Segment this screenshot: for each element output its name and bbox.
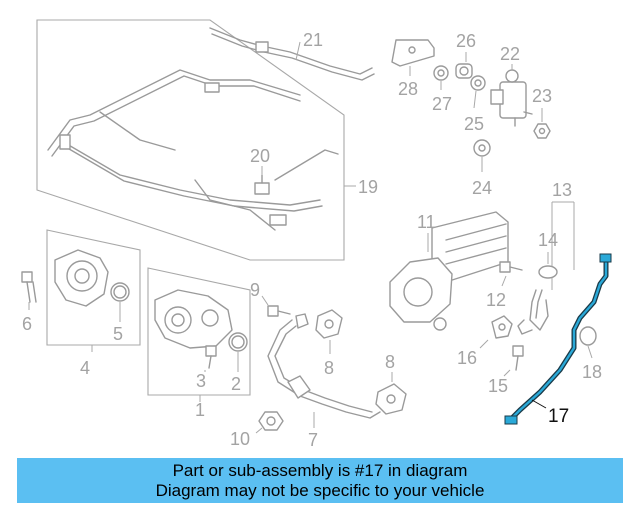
nut-23 bbox=[533, 123, 551, 139]
frame-4 bbox=[46, 229, 141, 346]
water-pump-4 bbox=[54, 249, 130, 307]
part-info-banner: Part or sub-assembly is #17 in diagram D… bbox=[17, 458, 623, 503]
frame-19 bbox=[36, 19, 345, 261]
washer-25 bbox=[470, 75, 486, 91]
grommet-24 bbox=[473, 139, 491, 157]
callout-1: 1 bbox=[195, 400, 205, 420]
callout-24: 24 bbox=[472, 178, 492, 198]
seal-26 bbox=[455, 63, 473, 79]
gasket-8a bbox=[315, 309, 343, 339]
callout-8a: 8 bbox=[324, 358, 334, 378]
callout-11: 11 bbox=[417, 212, 436, 232]
callout-5: 5 bbox=[113, 324, 123, 344]
coolant-pipes-assembly bbox=[47, 69, 323, 231]
callout-9: 9 bbox=[250, 280, 260, 300]
callout-20: 20 bbox=[250, 146, 270, 166]
clamp-18 bbox=[579, 326, 597, 346]
bolt-15 bbox=[512, 345, 524, 371]
gasket-16 bbox=[491, 315, 513, 339]
washer-27 bbox=[433, 65, 449, 81]
callout-27: 27 bbox=[432, 94, 452, 114]
callout-21: 21 bbox=[303, 30, 323, 50]
callout-19: 19 bbox=[358, 177, 378, 197]
callout-14: 14 bbox=[538, 230, 558, 250]
callout-6: 6 bbox=[22, 314, 32, 334]
callout-18: 18 bbox=[582, 362, 602, 382]
solenoid-valve-22 bbox=[490, 69, 533, 127]
callout-23: 23 bbox=[532, 86, 552, 106]
callout-8b: 8 bbox=[385, 352, 395, 372]
nut-10 bbox=[258, 411, 284, 431]
bracket-28 bbox=[391, 39, 435, 67]
egr-cooler-11 bbox=[389, 211, 509, 331]
bolt-12 bbox=[499, 261, 523, 273]
parts-diagram: 21 20 19 28 27 26 25 22 bbox=[21, 19, 612, 450]
callout-7: 7 bbox=[308, 430, 318, 450]
callout-2: 2 bbox=[231, 374, 241, 394]
water-pump-1 bbox=[154, 289, 248, 369]
callout-28: 28 bbox=[398, 79, 418, 99]
callout-22: 22 bbox=[500, 44, 520, 64]
coolant-pipe-7 bbox=[267, 313, 381, 419]
caption-line-1: Part or sub-assembly is #17 in diagram bbox=[172, 461, 468, 480]
connector-20 bbox=[254, 149, 339, 195]
hose-21 bbox=[209, 27, 375, 81]
callout-16: 16 bbox=[457, 348, 477, 368]
pipe-14 bbox=[517, 289, 549, 335]
gasket-8b bbox=[375, 383, 407, 415]
callout-13: 13 bbox=[552, 180, 572, 200]
cap-14 bbox=[538, 265, 558, 279]
callout-15: 15 bbox=[488, 376, 508, 396]
callout-25: 25 bbox=[464, 114, 484, 134]
callout-17: 17 bbox=[548, 406, 569, 427]
callout-4: 4 bbox=[80, 358, 90, 378]
bolt-6 bbox=[21, 271, 37, 303]
frame-1 bbox=[147, 267, 251, 396]
bolt-9 bbox=[267, 305, 291, 317]
callout-26: 26 bbox=[456, 31, 476, 51]
caption-line-2: Diagram may not be specific to your vehi… bbox=[155, 481, 485, 500]
egr-pipe-17-highlighted[interactable] bbox=[504, 253, 612, 425]
callout-10: 10 bbox=[230, 429, 250, 449]
callout-12: 12 bbox=[486, 290, 506, 310]
callout-3: 3 bbox=[196, 371, 206, 391]
